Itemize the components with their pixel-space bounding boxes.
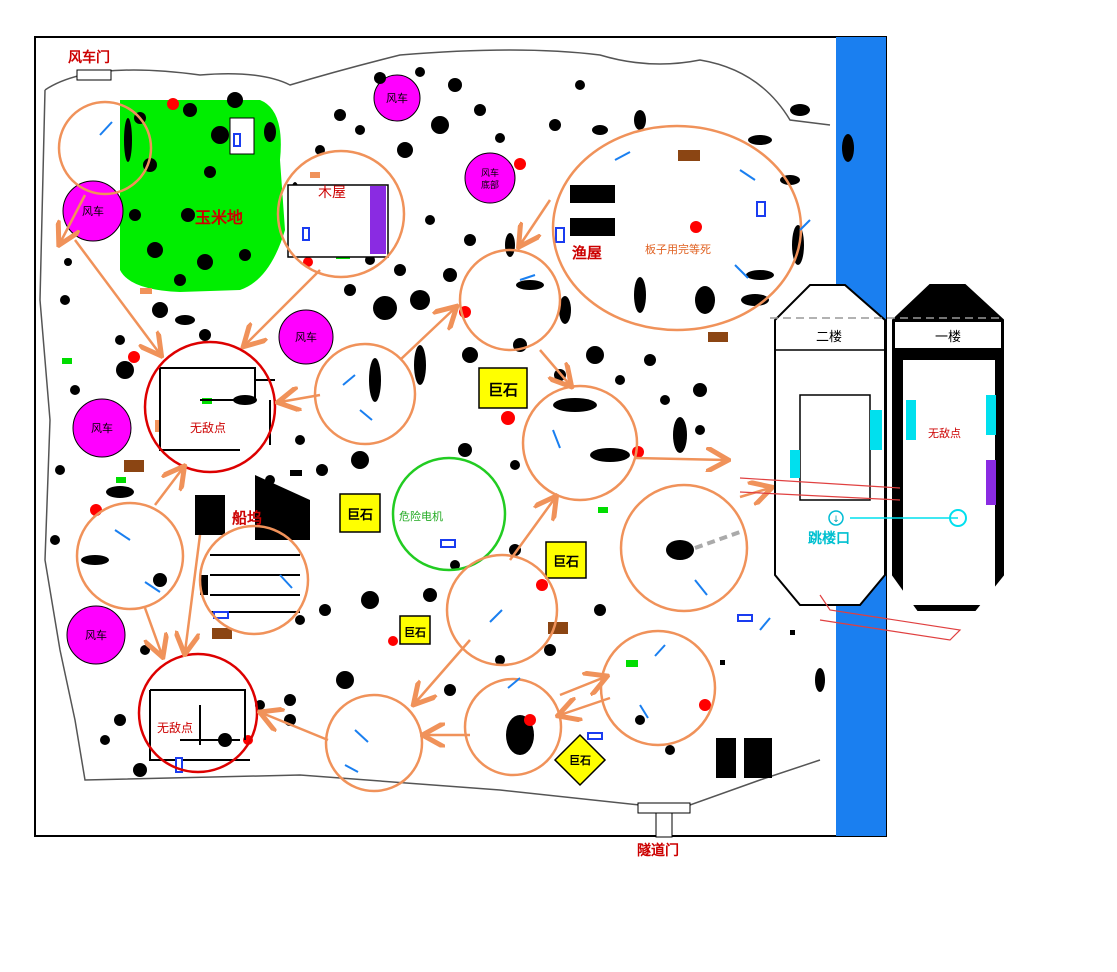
- windmill-label: 风车: [295, 330, 317, 344]
- windmill-label: 风车: [82, 204, 104, 218]
- tunnel-gate-label: 隧道门: [637, 842, 679, 859]
- windmill-label: 风车: [386, 91, 408, 105]
- svg-text:风车: 风车: [481, 167, 499, 179]
- danger-generator-zone: [391, 456, 507, 572]
- windmill-label: 风车: [85, 628, 107, 642]
- floor1-label: 一楼: [935, 330, 961, 345]
- windmill-label: 风车: [91, 421, 113, 435]
- danger-generator-label: 危险电机: [399, 509, 443, 523]
- connectors: [739, 477, 962, 641]
- pallets: [99, 121, 811, 773]
- fish-house-label: 渔屋: [572, 244, 602, 262]
- invincible-label: 无敌点: [157, 720, 193, 735]
- floor2-label: 二楼: [816, 330, 842, 345]
- wood-house-label: 木屋: [318, 185, 346, 201]
- boulders: [339, 367, 607, 787]
- corn-field-label: 玉米地: [195, 208, 243, 227]
- boulder-label: 巨石: [404, 626, 426, 639]
- invincible-label: 无敌点: [928, 426, 961, 440]
- jump-point-label: 跳楼口: [808, 530, 850, 547]
- boulder-label: 巨石: [347, 508, 373, 523]
- invincible-label: 无敌点: [190, 420, 226, 435]
- dock-label: 船坞: [232, 509, 262, 527]
- svg-text:↓: ↓: [832, 515, 840, 525]
- boulder-label: 巨石: [553, 555, 579, 570]
- boulder-label: 巨石: [488, 381, 518, 399]
- route-arrows: [60, 194, 770, 740]
- board-note: 板子用完等死: [645, 242, 711, 256]
- boulder-label: 巨石: [569, 754, 591, 767]
- sea-rocks: [815, 134, 854, 692]
- svg-text:底部: 底部: [481, 179, 499, 191]
- windmill-gate-label: 风车门: [68, 49, 110, 66]
